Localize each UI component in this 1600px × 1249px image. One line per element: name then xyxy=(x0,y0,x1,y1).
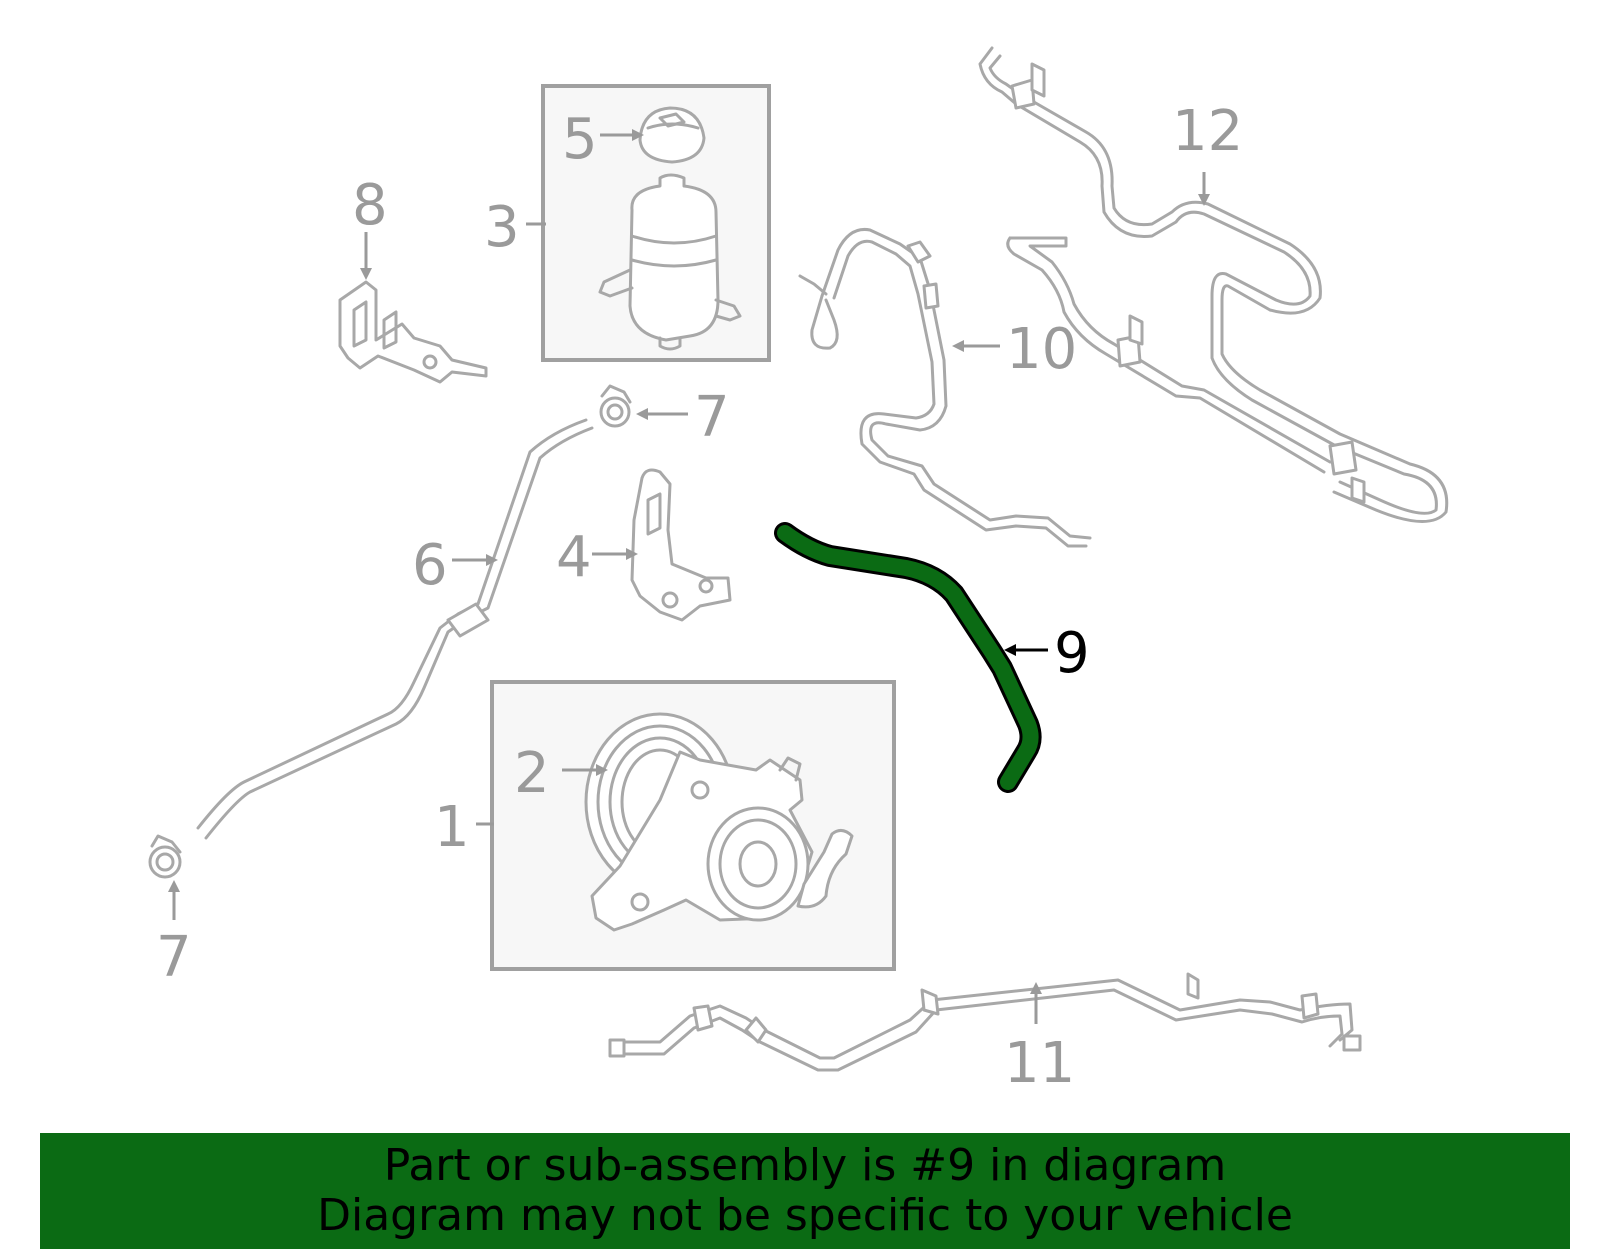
callout-7-lower: 7 xyxy=(156,925,192,990)
part-7-clamp-upper[interactable] xyxy=(599,384,632,428)
part-3-reservoir[interactable] xyxy=(598,173,742,351)
callout-2: 2 xyxy=(514,741,550,806)
part-5-reservoir-cap[interactable] xyxy=(638,106,706,164)
part-7-clamp-lower[interactable] xyxy=(148,834,182,879)
part-6-return-hose[interactable] xyxy=(196,418,594,840)
callout-5: 5 xyxy=(562,107,598,172)
banner-line-2: Diagram may not be specific to your vehi… xyxy=(317,1190,1293,1241)
part-12-cooler-line[interactable] xyxy=(978,46,1449,523)
callout-11: 11 xyxy=(1004,1031,1075,1096)
callout-1: 1 xyxy=(434,795,470,860)
callout-9: 9 xyxy=(1054,621,1090,686)
part-10-pressure-line[interactable] xyxy=(798,227,1092,548)
info-banner: Part or sub-assembly is #9 in diagram Di… xyxy=(40,1133,1570,1249)
banner-line-1: Part or sub-assembly is #9 in diagram xyxy=(383,1140,1227,1191)
callout-12: 12 xyxy=(1172,99,1243,164)
callout-8: 8 xyxy=(352,173,388,238)
part-9-hose[interactable] xyxy=(774,522,1042,793)
part-8-bracket[interactable] xyxy=(338,280,488,384)
part-2-pump[interactable] xyxy=(584,712,854,932)
leader-lines xyxy=(168,129,1210,1024)
callout-4: 4 xyxy=(556,525,592,590)
callout-7-upper: 7 xyxy=(694,385,730,450)
callout-6: 6 xyxy=(412,533,448,598)
callout-3: 3 xyxy=(484,195,520,260)
part-4-bracket[interactable] xyxy=(630,468,732,622)
callout-10: 10 xyxy=(1006,317,1077,382)
part-11-line[interactable] xyxy=(608,972,1362,1072)
